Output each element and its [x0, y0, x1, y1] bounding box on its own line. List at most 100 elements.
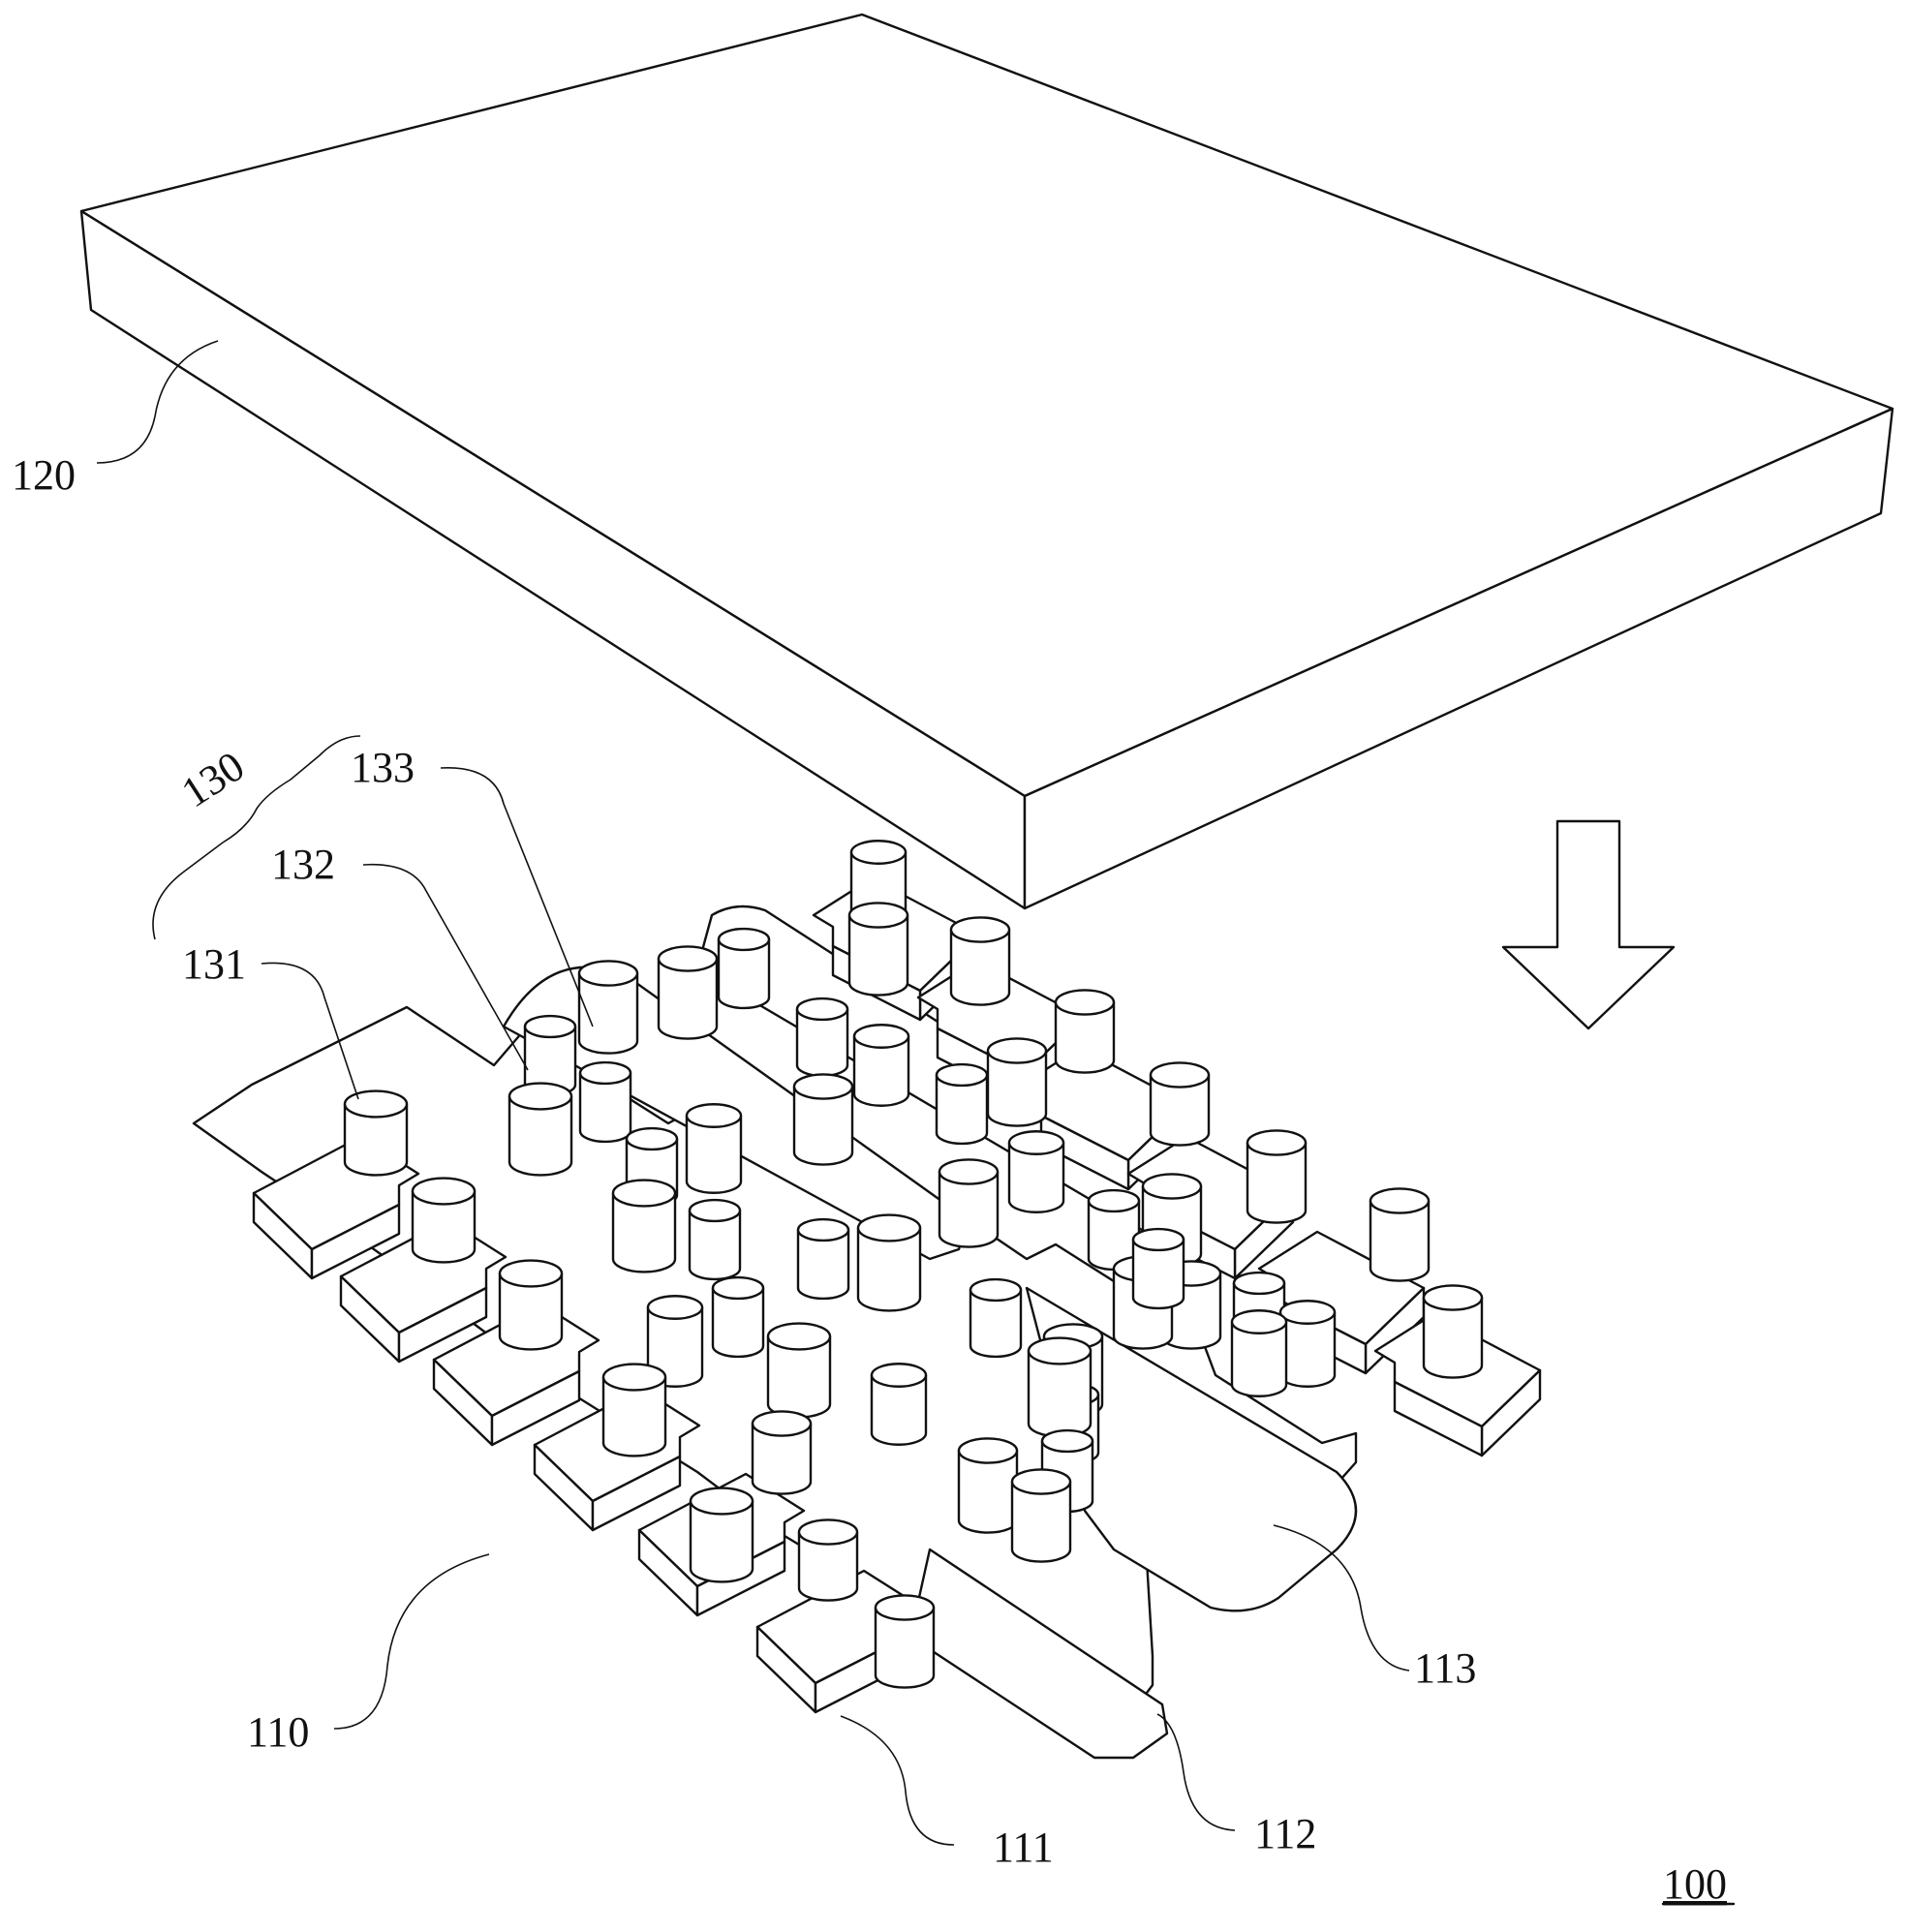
pillar-40 — [969, 1277, 1023, 1359]
pillar-9-top — [1149, 1061, 1211, 1089]
pillar-23 — [1007, 1130, 1065, 1213]
pillar-40-body — [969, 1288, 1023, 1359]
lead-111-3-front — [490, 1369, 581, 1447]
pillar-3-top — [657, 945, 719, 972]
leader-133 — [440, 767, 594, 1027]
pillar-48 — [957, 1437, 1019, 1534]
pillar-24 — [938, 1158, 1000, 1248]
pillar-15 — [343, 1089, 409, 1177]
leader-111 — [840, 1715, 955, 1846]
pillar-2-top — [717, 927, 771, 952]
pillar-25 — [1087, 1188, 1141, 1272]
pillar-31 — [498, 1259, 564, 1351]
pillar-39 — [766, 1322, 832, 1419]
pillar-52 — [874, 1594, 936, 1689]
pillar-43-body — [1131, 1238, 1185, 1310]
label-133: 133 — [351, 744, 415, 791]
pillar-23-body — [1007, 1141, 1065, 1213]
pillar-13 — [577, 960, 639, 1055]
pillar-15-top — [343, 1089, 409, 1119]
pillar-14-top — [523, 1014, 577, 1039]
pillar-12-top — [1422, 1284, 1484, 1311]
pillar-37-body — [856, 1226, 922, 1312]
pillar-37 — [856, 1213, 922, 1312]
label-130: 130 — [173, 742, 253, 816]
pillar-1-top — [849, 840, 908, 865]
pillar-50-top — [1040, 1428, 1094, 1454]
lead-frame-paddle-113 — [1025, 1286, 1358, 1612]
lead-111-1-front — [310, 1203, 401, 1280]
label-112: 112 — [1254, 1810, 1316, 1857]
pillar-9-body — [1149, 1073, 1211, 1147]
label-120: 120 — [12, 451, 76, 499]
pillar-5 — [949, 916, 1011, 1006]
pillar-21 — [935, 1062, 989, 1146]
pillar-35 — [711, 1275, 765, 1359]
pillar-29 — [1278, 1300, 1337, 1388]
pillar-34 — [646, 1295, 704, 1388]
pillar-53-body — [1010, 1480, 1072, 1563]
pillar-35-top — [711, 1275, 765, 1301]
pillar-8 — [852, 1024, 910, 1107]
pillar-45-top — [751, 1410, 813, 1437]
pillar-20 — [792, 1073, 854, 1166]
pillar-36-top — [796, 1217, 850, 1242]
pillar-28-top — [1232, 1271, 1286, 1296]
pillar-16 — [508, 1082, 573, 1177]
pillar-3-body — [657, 957, 719, 1040]
pillar-32-top — [611, 1179, 677, 1208]
pillar-49 — [1027, 1336, 1092, 1438]
pillar-array — [343, 840, 1484, 1689]
label-100: 100 — [1663, 1860, 1727, 1908]
pillar-25-top — [1087, 1188, 1141, 1213]
pillar-18-top — [625, 1126, 679, 1151]
pillar-17 — [578, 1060, 632, 1144]
pillar-20-top — [792, 1073, 854, 1100]
pillar-47-body — [870, 1373, 928, 1446]
pillar-51-body — [797, 1530, 859, 1602]
label-111: 111 — [993, 1824, 1054, 1871]
pillar-10-top — [1246, 1129, 1308, 1156]
pillar-45 — [751, 1410, 813, 1495]
pillar-46-body — [689, 1499, 754, 1583]
pillar-37-top — [856, 1213, 922, 1242]
pillar-51-top — [797, 1518, 859, 1546]
pillar-30-top — [411, 1177, 477, 1206]
pillar-7 — [795, 997, 849, 1078]
pillar-19-top — [685, 1103, 743, 1128]
pillar-54-top — [1230, 1309, 1288, 1334]
pillar-31-top — [498, 1259, 564, 1288]
pillar-10 — [1246, 1129, 1308, 1224]
leader-113 — [1273, 1524, 1410, 1671]
label-110: 110 — [247, 1708, 309, 1756]
pillar-46 — [689, 1487, 754, 1583]
pillar-43 — [1131, 1227, 1185, 1310]
pillar-48-top — [957, 1437, 1019, 1464]
lead-right-6-front — [1393, 1380, 1484, 1457]
pillar-11-top — [1369, 1187, 1431, 1214]
pillar-26-top — [1141, 1173, 1203, 1200]
pillar-38 — [601, 1363, 667, 1457]
pillar-38-top — [601, 1363, 667, 1392]
pillar-29-top — [1278, 1300, 1337, 1325]
pillar-21-top — [935, 1062, 989, 1088]
pillar-22-body — [986, 1049, 1048, 1127]
pillar-43-top — [1131, 1227, 1185, 1252]
pillar-36-body — [796, 1228, 850, 1301]
leader-132 — [362, 863, 529, 1071]
pillar-36 — [796, 1217, 850, 1301]
pillar-33-top — [688, 1198, 742, 1223]
pillar-4-top — [847, 902, 909, 929]
pillar-33-body — [688, 1209, 742, 1281]
pillar-8-body — [852, 1034, 910, 1107]
pillar-40-top — [969, 1277, 1023, 1303]
pillar-32 — [611, 1179, 677, 1273]
lead-111-2-front — [397, 1286, 488, 1364]
cover-plate — [79, 13, 1894, 910]
pillar-11 — [1369, 1187, 1431, 1282]
label-113: 113 — [1414, 1644, 1476, 1692]
pillar-35-body — [711, 1286, 765, 1359]
pillar-13-body — [577, 971, 639, 1055]
